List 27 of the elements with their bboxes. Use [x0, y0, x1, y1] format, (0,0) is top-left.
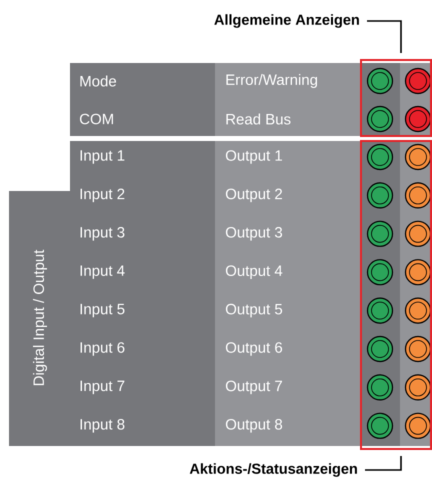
callout-text: Allgemeine Anzeigen	[214, 14, 359, 28]
input-label: Input 7	[80, 380, 124, 394]
input-label: Mode	[80, 76, 116, 86]
input-label: Input 1	[80, 150, 124, 164]
input-label: COM	[80, 114, 113, 124]
input-label: Input 8	[80, 419, 124, 433]
input-label: Input 6	[80, 342, 124, 356]
input-label: Input 2	[80, 188, 124, 202]
input-label: Input 3	[80, 227, 124, 241]
input-label: Input 4	[80, 265, 125, 279]
output-label: Read Bus	[226, 114, 290, 124]
leader-line	[365, 456, 402, 471]
output-label: Output 7	[226, 380, 282, 394]
callout-text: Aktions-/Statusanzeigen	[190, 463, 357, 477]
leader-line	[367, 20, 402, 53]
highlight-frame	[360, 140, 432, 450]
output-label: Output 6	[226, 342, 282, 356]
output-label: Error/Warning	[226, 74, 318, 88]
output-label: Output 1	[226, 150, 282, 164]
output-label: Output 5	[226, 304, 282, 318]
output-label: Output 2	[226, 188, 282, 202]
highlight-frame	[360, 59, 432, 137]
output-label: Output 4	[226, 265, 282, 279]
side-label: Digital Input / Output	[33, 250, 47, 386]
input-label: Input 5	[80, 304, 124, 318]
output-label: Output 8	[226, 419, 282, 433]
output-label: Output 3	[226, 227, 282, 241]
